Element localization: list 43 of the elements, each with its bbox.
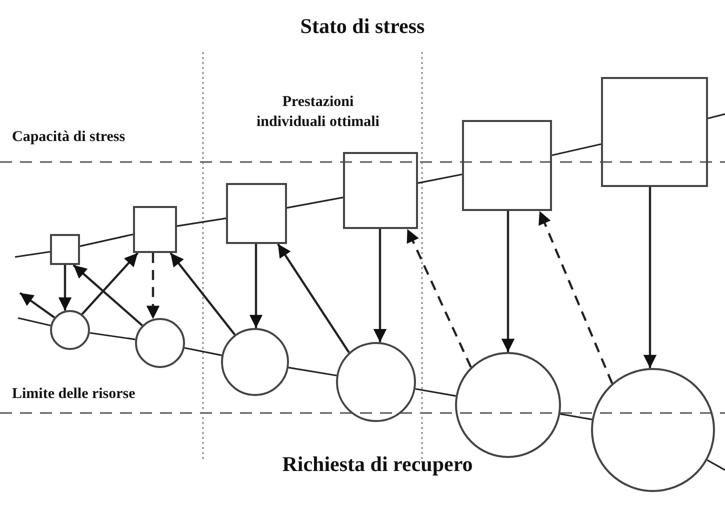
- arrow: [277, 243, 350, 354]
- arrow: [249, 244, 263, 328]
- connector-line: [560, 413, 592, 420]
- circle-node: [221, 328, 289, 396]
- connector-line: [286, 196, 344, 209]
- arrow: [538, 210, 614, 384]
- square-node: [133, 206, 177, 253]
- square-node: [343, 152, 418, 229]
- circle-node: [455, 352, 561, 458]
- square-node: [226, 183, 287, 244]
- connector-line: [90, 332, 136, 340]
- connector-line: [415, 388, 456, 397]
- connector-line: [80, 234, 134, 247]
- circle-node: [591, 368, 715, 492]
- title: Stato di stress: [299, 14, 426, 39]
- caption: Richiesta di recupero: [281, 452, 474, 477]
- arrow: [19, 292, 56, 318]
- connector-line: [706, 459, 725, 471]
- circle-node: [336, 342, 416, 422]
- connector-line: [184, 347, 222, 356]
- arrow: [501, 211, 515, 352]
- connector-line: [552, 143, 602, 156]
- axis-label: Capacità di stress: [12, 129, 126, 146]
- square-node: [50, 234, 80, 265]
- arrow: [58, 265, 72, 311]
- connector-line: [708, 113, 725, 120]
- circle-node: [50, 310, 90, 350]
- arrow: [406, 228, 472, 368]
- arrow: [373, 229, 387, 342]
- connector-line: [288, 366, 337, 376]
- square-node: [462, 120, 552, 211]
- connector-line: [18, 317, 51, 326]
- connector-line: [14, 250, 50, 258]
- axis-label: Limite delle risorse: [12, 386, 136, 403]
- connector-line: [418, 174, 462, 184]
- arrow: [146, 253, 160, 319]
- square-node: [601, 77, 708, 187]
- arrow: [643, 187, 657, 368]
- circle-node: [135, 318, 185, 368]
- arrow: [81, 252, 139, 315]
- connector-line: [176, 218, 226, 227]
- arrow: [72, 264, 143, 326]
- arrow: [170, 252, 236, 336]
